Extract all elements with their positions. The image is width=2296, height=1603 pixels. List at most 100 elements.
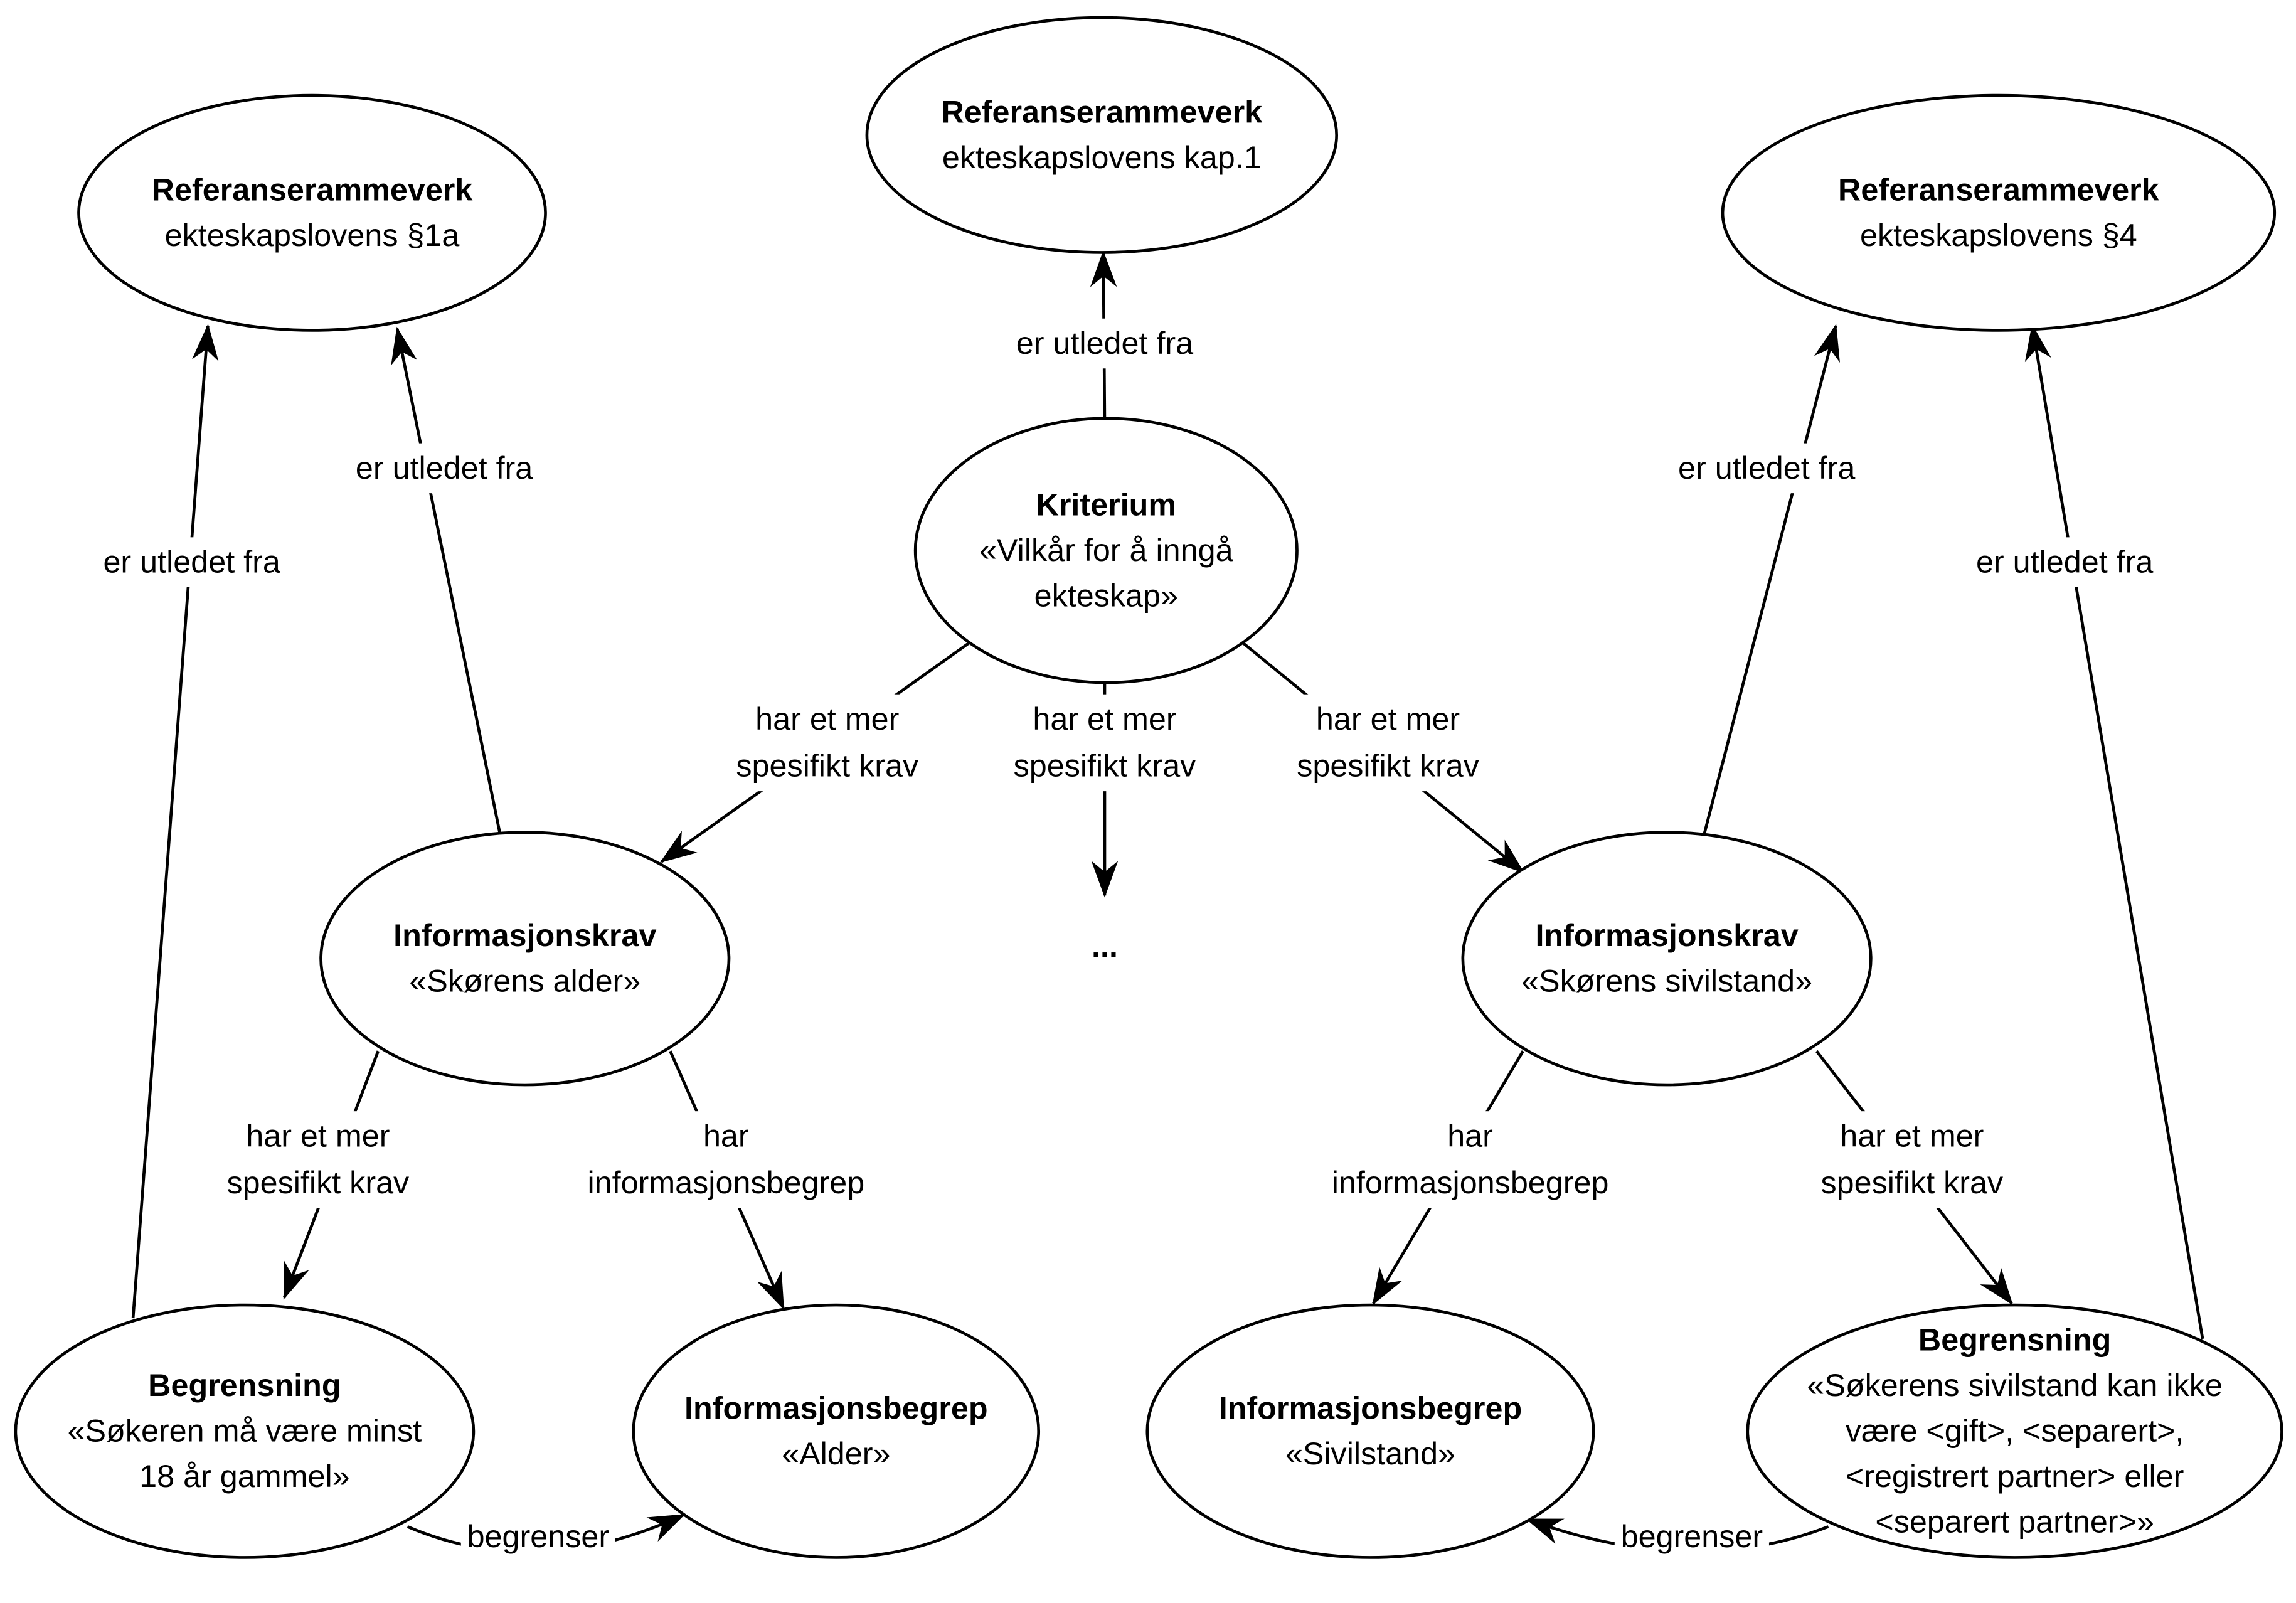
arrowhead-icon <box>1525 1518 1565 1544</box>
edge-label-text: har et mer <box>1840 1117 1984 1153</box>
edge-label-text: har et mer <box>1033 701 1176 737</box>
node-ellipse <box>1145 1303 1595 1559</box>
node-begrensning-sivilstand[interactable]: Begrensning «Søkerens sivilstand kan ikke… <box>1746 1303 2283 1559</box>
edge-krav_alder-to-ref_1a <box>391 326 502 834</box>
node-description: <separert partner>» <box>1875 1504 2154 1540</box>
node-description: ekteskap» <box>1034 577 1178 613</box>
arrowhead-icon <box>192 324 219 361</box>
edge-label: begrenser <box>1614 1511 1769 1562</box>
node-ellipse <box>913 417 1299 684</box>
node-type-label: Informasjonskrav <box>393 917 656 953</box>
node-ellipse <box>632 1303 1041 1559</box>
edge-label: har et mer spesifikt krav <box>1271 694 1505 792</box>
edge-label-background <box>201 1111 435 1208</box>
node-begrensning-alder[interactable]: Begrensning «Søkeren må være minst 18 år g… <box>14 1303 476 1559</box>
node-krav-alder[interactable]: Informasjonskrav «Skørens alder» <box>319 831 731 1087</box>
node-type-label: Referanserammeverk <box>941 93 1263 129</box>
more-requirements-ellipsis: ... <box>1092 929 1118 964</box>
arrowhead-icon <box>646 1514 686 1542</box>
node-ellipse <box>1721 93 2277 332</box>
node-description: «Søkerens sivilstand kan ikke <box>1807 1367 2223 1403</box>
edge-label-text: har et mer <box>755 701 899 737</box>
edge-line <box>2031 326 2204 1339</box>
node-ellipse <box>319 831 731 1087</box>
node-ellipse <box>1461 831 1873 1087</box>
edge-label-text: begrenser <box>1621 1518 1763 1554</box>
edge-label-text: informasjonsbegrep <box>1332 1164 1609 1200</box>
node-krav-sivilstand[interactable]: Informasjonskrav «Skørens sivilstand» <box>1461 831 1873 1087</box>
arrowhead-icon <box>1980 1268 2014 1306</box>
edge-label-text: har et mer <box>1316 701 1460 737</box>
node-type-label: Informasjonsbegrep <box>684 1390 987 1425</box>
node-ellipse <box>14 1303 476 1559</box>
node-kriterium[interactable]: Kriterium «Vilkår for å inngå ekteskap» <box>913 417 1299 684</box>
edge-krav_sivilstand-to-ref_4 <box>1702 324 1840 838</box>
node-begrep-sivilstand[interactable]: Informasjonsbegrep «Sivilstand» <box>1145 1303 1595 1559</box>
arrowhead-icon <box>1372 1267 1403 1306</box>
node-ref-1a[interactable]: Referanserammeverk ekteskapslovens §1a <box>77 93 547 332</box>
node-type-label: Informasjonskrav <box>1535 917 1798 953</box>
edge-label-text: er utledet fra <box>1976 544 2153 580</box>
node-ref-kap1[interactable]: Referanserammeverk ekteskapslovens kap.1 <box>865 16 1338 254</box>
edge-label-background <box>327 443 561 494</box>
edge-label-background <box>1649 443 1884 494</box>
node-ellipse <box>77 93 547 332</box>
arrowhead-icon <box>2024 324 2051 363</box>
node-description: ekteskapslovens kap.1 <box>942 139 1262 175</box>
edge-label-background <box>1795 1111 2029 1208</box>
edge-label-text: spesifikt krav <box>736 748 918 784</box>
node-type-label: Begrensning <box>1918 1322 2111 1358</box>
edge-label: er utledet fra <box>75 537 309 587</box>
edge-label: har informasjonsbegrep <box>577 1111 875 1208</box>
edge-label: begrenser <box>460 1511 615 1562</box>
node-description: «Skørens sivilstand» <box>1521 962 1812 998</box>
arrowhead-icon <box>1814 324 1840 363</box>
arrowhead-icon <box>1090 250 1117 287</box>
node-ellipse <box>1746 1303 2283 1559</box>
node-description: være <gift>, <separert>, <box>1846 1413 2184 1449</box>
arrowhead-icon <box>391 326 418 366</box>
node-description: «Sivilstand» <box>1285 1435 1455 1471</box>
node-description: 18 år gammel» <box>139 1458 349 1494</box>
edge-label-background <box>577 1111 875 1208</box>
arrowhead-icon <box>283 1260 309 1300</box>
node-description: «Skørens alder» <box>409 962 640 998</box>
edge-label-text: spesifikt krav <box>227 1164 410 1200</box>
node-type-label: Informasjonsbegrep <box>1219 1390 1522 1425</box>
edge-label-text: spesifikt krav <box>1297 748 1479 784</box>
edge-line <box>131 326 210 1319</box>
edge-label-text: har <box>703 1117 749 1153</box>
edge-label-text: er utledet fra <box>103 544 280 580</box>
edge-label-text: begrenser <box>467 1518 609 1554</box>
edge-label-text: er utledet fra <box>1678 450 1855 486</box>
edge-label-text: informasjonsbegrep <box>587 1164 864 1200</box>
node-description: «Søkeren må være minst <box>68 1413 422 1449</box>
edge-label-text: har et mer <box>246 1117 390 1153</box>
edge-label: er utledet fra <box>987 318 1222 369</box>
node-ellipse <box>865 16 1338 254</box>
edge-label: har et mer spesifikt krav <box>710 694 945 792</box>
node-description: ekteskapslovens §1a <box>165 217 460 253</box>
edge-label-background <box>710 694 945 792</box>
node-begrep-alder[interactable]: Informasjonsbegrep«Alder» <box>632 1303 1041 1559</box>
edge-begrensning_sivilstand-to-ref_4 <box>2024 324 2204 1339</box>
ellipsis-text: ... <box>1092 929 1118 964</box>
arrowhead-icon <box>659 831 698 863</box>
node-type-label: Begrensning <box>148 1367 341 1403</box>
node-type-label: Referanserammeverk <box>152 171 474 207</box>
edge-label-background <box>987 694 1222 792</box>
edge-begrensning_alder-to-ref_1a <box>131 324 219 1319</box>
edge-label-background <box>1271 694 1505 792</box>
node-description: «Vilkår for å inngå <box>979 532 1233 568</box>
edge-label-background <box>460 1511 615 1562</box>
edge-line <box>1702 325 1837 838</box>
edge-label-background <box>987 318 1222 369</box>
node-description: <registrert partner> eller <box>1846 1458 2184 1494</box>
edge-label-text: har <box>1447 1117 1493 1153</box>
node-type-label: Kriterium <box>1036 486 1177 522</box>
edge-label-background <box>1947 537 2182 587</box>
